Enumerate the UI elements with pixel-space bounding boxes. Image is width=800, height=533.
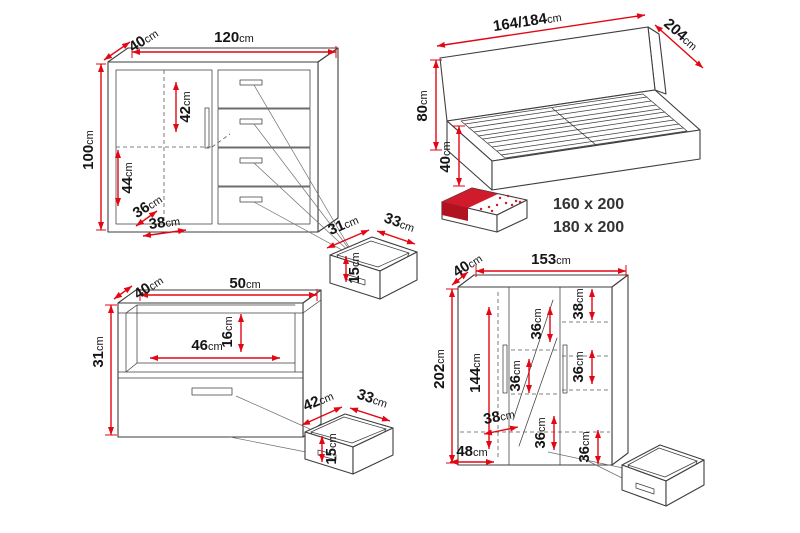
dresser-height-label: 100cm — [80, 130, 97, 170]
wardrobe-interior-height-label: 144cm — [467, 353, 484, 393]
nightstand-front-face — [117, 302, 304, 438]
drawer2-width-dim-line — [349, 407, 391, 422]
dresser-inner-left-label: 44cm — [119, 162, 136, 193]
mattress-size-option-1: 160 x 200 — [553, 196, 624, 213]
drawer3-right-face — [665, 459, 705, 507]
wardrobe-bottom-width-label: 48cm — [456, 443, 487, 460]
mattress-size-option-2: 180 x 200 — [553, 219, 624, 236]
wardrobe-shelf5-label: 36cm — [576, 431, 593, 462]
wardrobe-dim-ticks — [446, 265, 627, 464]
wardrobe-shelf1-label: 36cm — [528, 308, 545, 339]
nightstand-niche-width-label: 46cm — [191, 337, 222, 354]
wardrobe-bottom-depth-dim-line — [483, 425, 519, 436]
wardrobe-shelf2-label: 36cm — [570, 351, 587, 382]
nightstand-drawer-detail-drawing: 42cm 33cm 15cm — [300, 386, 394, 475]
nightstand-niche-height-label: 16cm — [219, 316, 236, 347]
wardrobe-front-face — [457, 286, 613, 466]
dresser-inner-width-dim-line — [142, 228, 187, 238]
wardrobe-bottom-depth-label: 38cm — [482, 405, 516, 428]
drawer1-height-label: 15cm — [346, 252, 363, 283]
wardrobe-door-lines — [502, 286, 568, 466]
wardrobe-drawer-detail-drawing — [621, 444, 705, 507]
drawer1-width-label: 33cm — [382, 210, 417, 236]
wardrobe-width-label: 153cm — [531, 251, 571, 268]
nightstand-depth-dim-line — [113, 285, 133, 300]
nightstand-right-face — [302, 289, 322, 438]
drawer1-depth-dim-line — [326, 229, 370, 249]
drawer1-right-face — [379, 251, 418, 300]
mattress-dots — [479, 194, 522, 213]
drawer2-width-label: 33cm — [355, 386, 390, 412]
bed-width-dim-line — [436, 13, 646, 48]
nightstand-width-label: 50cm — [229, 275, 260, 292]
bed-platform-inner-rim — [460, 93, 688, 159]
dresser-right-face — [317, 47, 339, 233]
dresser-hidden-lines — [116, 70, 231, 224]
wardrobe-shelf4-label: 36cm — [532, 417, 549, 448]
nightstand-drawing: 40cm 50cm 31cm 46cm 16cm — [90, 275, 322, 453]
dresser-drawing: 40cm 120cm 100cm 42cm 44cm 36cm 38cm — [80, 28, 354, 257]
drawer2-depth-dim-line — [301, 406, 343, 426]
dresser-drawer-detail-drawing: 31cm 33cm 15cm — [325, 210, 418, 300]
nightstand-height-label: 31cm — [90, 336, 107, 367]
bed-drawing: 164/184cm 204cm 80cm 40cm — [414, 8, 704, 191]
bed-headboard-height-label: 80cm — [414, 90, 431, 121]
mattress-icon — [441, 187, 528, 233]
dresser-inner-width-label: 38cm — [148, 212, 181, 233]
mattress-blanket-top — [442, 188, 498, 208]
wardrobe-shelf3-label: 36cm — [507, 360, 524, 391]
wardrobe-mirror-lines — [512, 299, 558, 447]
bed-width-label: 164/184cm — [492, 8, 563, 35]
nightstand-details — [117, 299, 322, 396]
nightstand-dim-ticks — [105, 289, 318, 436]
nightstand-drawer-pointer-lines — [229, 395, 313, 453]
drawer1-depth-label: 31cm — [325, 211, 361, 239]
drawer2-height-label: 15cm — [323, 433, 340, 464]
drawer2-depth-label: 42cm — [300, 387, 336, 415]
drawer2-right-face — [352, 427, 394, 475]
bed-slats — [464, 96, 684, 156]
bed-length-dim-line — [654, 24, 704, 69]
dresser-drawer-pointer-lines — [253, 84, 354, 257]
drawer2-handle — [317, 449, 337, 461]
wardrobe-top-shelf-label: 38cm — [570, 288, 587, 319]
bed-frame-height-label: 40cm — [437, 141, 454, 172]
dresser-depth-dim-line — [103, 41, 131, 61]
bed-frame-foot-face — [491, 129, 701, 191]
wardrobe-right-face — [611, 274, 629, 466]
dresser-inner-top-label: 42cm — [177, 91, 194, 122]
mattress-right-face — [496, 199, 528, 233]
dresser-width-label: 120cm — [214, 29, 254, 46]
wardrobe-drawing: 40cm 153cm 202cm 144cm 38cm 36cm 36cm 36… — [431, 251, 631, 483]
dresser-dim-ticks — [96, 46, 337, 231]
dresser-inner-depth-dim-line — [135, 210, 158, 227]
wardrobe-height-label: 202cm — [431, 349, 448, 389]
wardrobe-hidden-shelf-lines — [460, 292, 610, 460]
drawer1-width-dim-line — [376, 230, 416, 245]
bed-dim-ticks — [430, 59, 465, 187]
wardrobe-top-face — [457, 274, 629, 288]
mattress-blanket-front — [442, 202, 468, 221]
wardrobe-depth-dim-line — [451, 271, 469, 286]
dresser-front-details — [115, 69, 311, 225]
drawer3-handle — [635, 482, 655, 495]
